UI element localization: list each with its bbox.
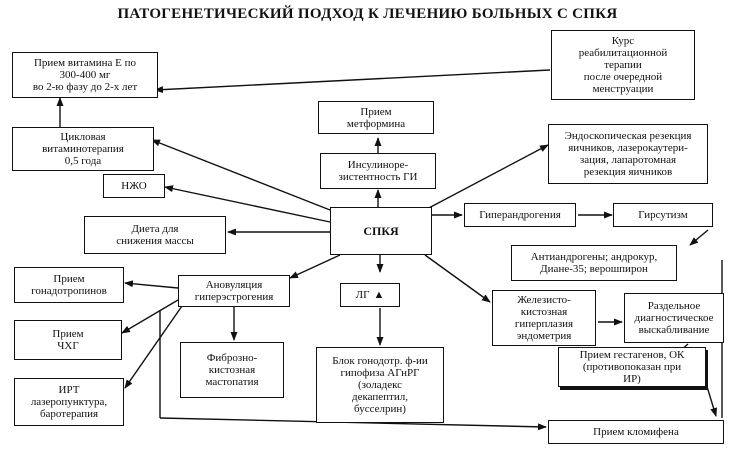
- arrow-pcos-cyclic: [151, 139, 331, 211]
- node-gnrh-block: Блок гонодотр. ф-ии гипофиза АГнРГ (зола…: [316, 347, 444, 423]
- node-endoscopic-resection: Эндоскопическая резекция яичников, лазер…: [548, 124, 708, 184]
- arrow-pcos-hyperplasia: [424, 254, 491, 303]
- node-irt: ИРТ лазеропунктура, баротерапия: [14, 378, 124, 426]
- node-pcos: СПКЯ: [330, 207, 432, 255]
- arrow-anovulation-irt: [124, 305, 183, 389]
- node-gestagens: Прием гестагенов, ОК (противопоказан при…: [558, 347, 706, 387]
- node-curettage: Раздельное диагностическое выскабливание: [624, 293, 724, 343]
- node-insulin-resistance: Инсулиноре- зистентность ГИ: [320, 153, 436, 189]
- node-antiandrogens: Антиандрогены; андрокур, Диане-35; верош…: [511, 245, 677, 281]
- arrow-pcos-nzho: [164, 185, 331, 223]
- lg-label: ЛГ: [355, 289, 370, 301]
- node-hirsutism: Гирсутизм: [613, 203, 713, 227]
- node-lg: ЛГ▲: [340, 283, 400, 307]
- diagram-title: ПАТОГЕНЕТИЧЕСКИЙ ПОДХОД К ЛЕЧЕНИЮ БОЛЬНЫ…: [117, 6, 618, 22]
- arrow-gestagens-clomiphene: [704, 379, 718, 417]
- node-cyclic-vitamin: Цикловая витаминотерапия 0,5 года: [12, 127, 154, 171]
- node-metformin: Прием метформина: [318, 101, 434, 134]
- node-gonadotropins: Прием гонадотропинов: [14, 267, 124, 303]
- arrow-anovulation-hcg: [121, 299, 179, 334]
- arrow-anovulation-gonadotropins: [124, 280, 179, 289]
- arrow-rehab-vitamine: [154, 69, 551, 94]
- arrow-hirsutism-antiandrogens: [689, 229, 709, 246]
- node-hyperplasia: Железисто- кистозная гиперплазия эндомет…: [492, 290, 596, 346]
- node-rehab-therapy: Курс реабилитационной терапии после очер…: [551, 30, 695, 100]
- node-nzho: НЖО: [103, 174, 165, 198]
- node-anovulation: Ановуляция гиперэстрогения: [178, 275, 290, 307]
- node-diet: Диета для снижения массы: [84, 216, 226, 254]
- node-hyperandrogenism: Гиперандрогения: [464, 203, 576, 227]
- arrow-pcos-endoscopic: [424, 144, 549, 211]
- node-hcg: Прием ЧХГ: [14, 320, 122, 360]
- up-arrow-icon: ▲: [373, 289, 385, 301]
- arrow-pcos-anovulation: [289, 254, 341, 279]
- node-clomiphene: Прием кломифена: [548, 420, 724, 444]
- node-mastopathy: Фиброзно- кистозная мастопатия: [180, 342, 284, 398]
- node-vitamin-e: Прием витамина Е по 300-400 мг во 2-ю фа…: [12, 52, 158, 98]
